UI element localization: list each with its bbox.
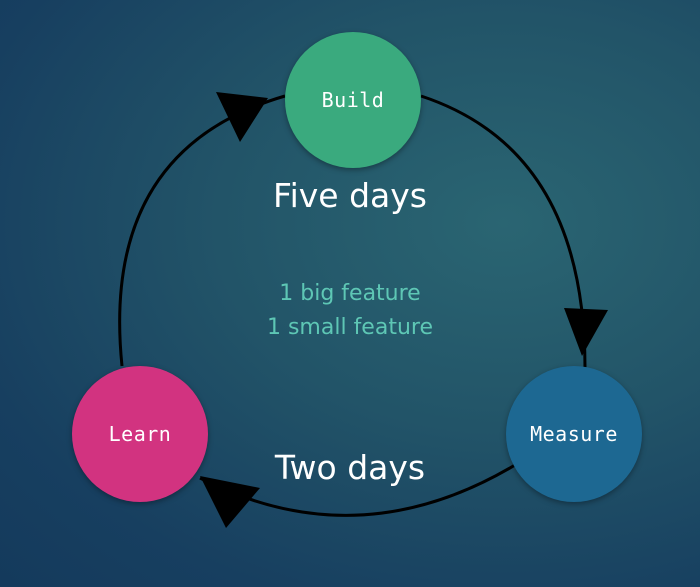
measure-node: Measure (506, 366, 642, 502)
learn-label: Learn (108, 422, 172, 446)
five-days-label: Five days (273, 176, 427, 215)
feature-item-small: 1 small feature (266, 315, 433, 340)
feature-item-big: 1 big feature (279, 281, 421, 306)
feature-list: 1 big feature 1 small feature (0, 277, 700, 345)
measure-label: Measure (530, 422, 618, 446)
arrowhead-to-build (216, 92, 268, 142)
two-days-label: Two days (274, 448, 426, 487)
arrowhead-to-measure (564, 308, 608, 356)
learn-node: Learn (72, 366, 208, 502)
build-node: Build (285, 32, 421, 168)
build-label: Build (321, 88, 385, 112)
arrowhead-to-learn (200, 476, 260, 528)
